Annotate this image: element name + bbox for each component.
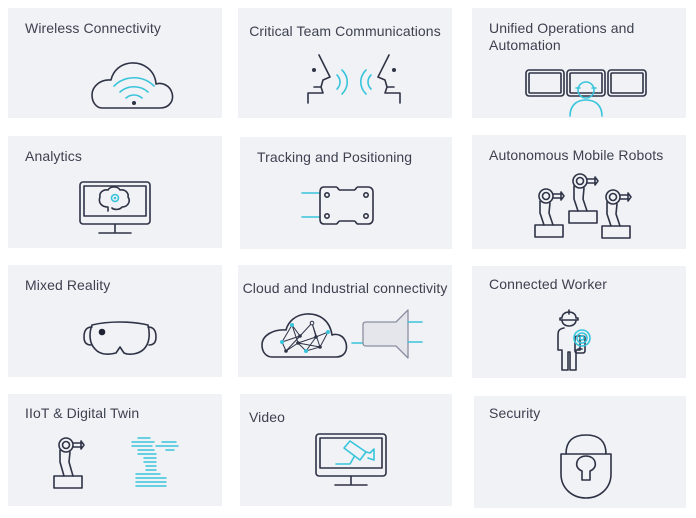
asset-tag-icon: [301, 186, 374, 225]
robot-arm-digital-twin-icon: [53, 437, 179, 489]
mr-headset-icon: [83, 321, 157, 355]
tile-connected-worker[interactable]: Connected Worker: [472, 266, 686, 378]
tile-tracking-positioning[interactable]: Tracking and Positioning: [240, 137, 452, 249]
tile-title: Video: [249, 409, 286, 425]
tile-autonomous-mobile-robots[interactable]: Autonomous Mobile Robots: [472, 135, 686, 249]
tile-title: Critical Team Communications: [249, 23, 441, 39]
tile-title: Tracking and Positioning: [257, 149, 413, 165]
padlock-icon: [560, 434, 612, 499]
tile-video[interactable]: Video: [240, 394, 452, 506]
tile-security[interactable]: Security: [474, 396, 686, 508]
tile-mixed-reality[interactable]: Mixed Reality: [8, 265, 222, 377]
tile-cloud-industrial-connectivity[interactable]: Cloud and Industrial connectivity: [238, 265, 452, 377]
two-faces-talking-icon: [307, 54, 401, 104]
tile-iiot-digital-twin[interactable]: IIoT & Digital Twin: [8, 394, 222, 506]
worker-with-device-icon: [557, 309, 591, 371]
tile-title: IIoT & Digital Twin: [25, 405, 140, 421]
cloud-network-connector-icon: [261, 309, 423, 359]
tile-title: Security: [489, 405, 541, 421]
tile-unified-operations-automation[interactable]: Unified Operations and Automation: [472, 8, 686, 118]
tile-title: Unified Operations and Automation: [489, 20, 635, 53]
tile-title: Wireless Connectivity: [25, 20, 161, 36]
tile-critical-team-communications[interactable]: Critical Team Communications: [238, 8, 452, 118]
tile-title: Autonomous Mobile Robots: [489, 147, 664, 163]
tile-analytics[interactable]: Analytics: [8, 136, 222, 248]
tile-title: Mixed Reality: [25, 277, 111, 293]
tile-wireless-connectivity[interactable]: Wireless Connectivity: [8, 8, 222, 118]
operator-monitors-icon: [525, 69, 647, 117]
tile-title: Cloud and Industrial connectivity: [242, 280, 448, 296]
robot-arms-icon: [534, 173, 632, 239]
tile-title: Connected Worker: [489, 276, 608, 292]
monitor-brain-gear-icon: [79, 181, 151, 234]
tile-title: Analytics: [25, 148, 82, 164]
monitor-camera-icon: [315, 433, 387, 486]
wifi-cloud-icon: [91, 62, 174, 109]
